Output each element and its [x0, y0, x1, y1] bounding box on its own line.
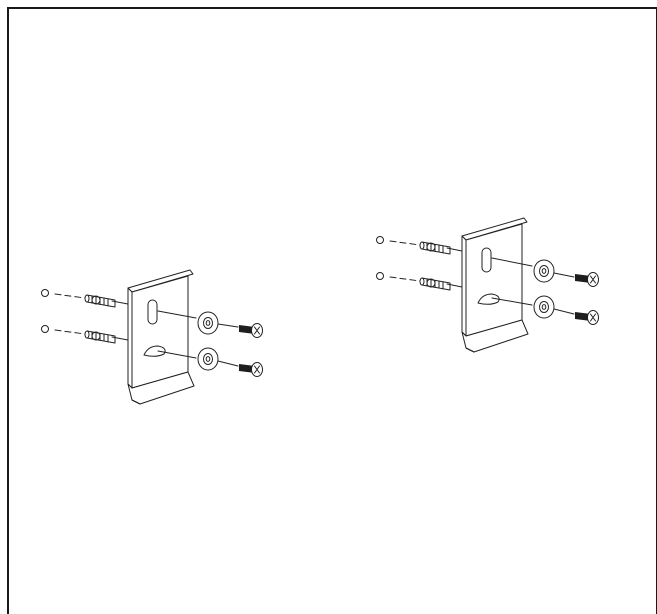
bracket-icon	[461, 217, 529, 353]
washer-icon	[533, 259, 555, 283]
wall-plug-icon	[376, 236, 451, 255]
washer-icon	[533, 295, 555, 319]
leader-line	[491, 257, 533, 267]
leader-line	[553, 308, 575, 315]
leader-line	[157, 310, 197, 319]
leader-line	[157, 350, 197, 359]
wall-plug-icon	[41, 325, 116, 344]
leader-line	[217, 323, 239, 328]
leader-line	[111, 300, 129, 305]
washer-icon	[197, 311, 219, 335]
washer-icon	[197, 347, 219, 371]
leader-line	[553, 272, 575, 278]
bracket-icon	[127, 269, 195, 405]
right-bracket-assembly	[376, 217, 599, 353]
screw-icon	[574, 310, 599, 325]
screw-icon	[574, 272, 599, 287]
screw-icon	[238, 362, 263, 377]
leader-line	[446, 283, 463, 288]
leader-line	[446, 247, 463, 252]
wall-plug-icon	[376, 272, 451, 291]
leader-line	[217, 360, 239, 367]
left-bracket-assembly	[41, 269, 263, 405]
screw-icon	[238, 323, 263, 338]
leader-line	[111, 336, 129, 341]
leader-line	[491, 297, 533, 306]
wall-plug-icon	[41, 289, 116, 308]
